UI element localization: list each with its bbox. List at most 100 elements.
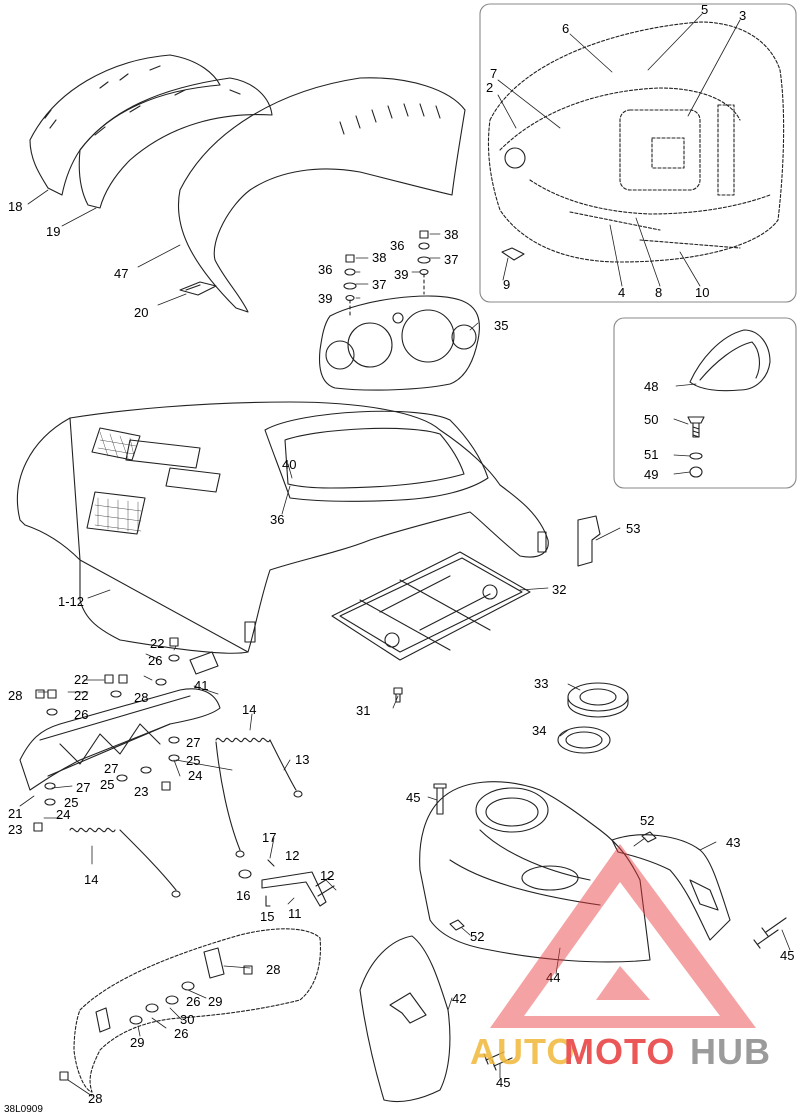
clip-52b-part bbox=[449, 919, 465, 931]
callout-label: 23 bbox=[8, 822, 22, 837]
screw-50-part bbox=[687, 416, 705, 438]
callout-label: 17 bbox=[262, 830, 276, 845]
callout-label: 40 bbox=[282, 457, 296, 472]
callout-label: 25 bbox=[186, 753, 200, 768]
callout-label: 48 bbox=[644, 379, 658, 394]
figure-reference-code: 38L0909 bbox=[4, 1104, 43, 1115]
panel-47-part bbox=[177, 77, 466, 313]
mesh-grilles bbox=[94, 431, 142, 533]
cable-13-part bbox=[119, 739, 303, 898]
washers-bolts-22-28-part bbox=[33, 637, 180, 832]
clip-9-part bbox=[501, 247, 525, 261]
callout-label: 43 bbox=[726, 835, 740, 850]
callout-label: 26 bbox=[174, 1026, 188, 1041]
callout-label: 21 bbox=[8, 806, 22, 821]
storage-bin-44-part bbox=[419, 781, 651, 963]
watermark-logo: AUTO MOTO HUB bbox=[470, 844, 771, 1072]
callout-label: 9 bbox=[503, 277, 510, 292]
callout-label: 25 bbox=[100, 777, 114, 792]
callout-label: 12 bbox=[285, 848, 299, 863]
washer-49-part bbox=[689, 466, 703, 478]
fasteners-36-39-part bbox=[343, 230, 431, 302]
callout-label: 52 bbox=[470, 929, 484, 944]
callout-label: 44 bbox=[546, 970, 560, 985]
callout-label: 19 bbox=[46, 224, 60, 239]
spring-14b-part bbox=[69, 827, 116, 833]
callout-label: 34 bbox=[532, 723, 546, 738]
bumper-bracket-part bbox=[59, 928, 321, 1093]
callout-label: 53 bbox=[626, 521, 640, 536]
callout-label: 18 bbox=[8, 199, 22, 214]
callout-label: 52 bbox=[640, 813, 654, 828]
callout-label: 45 bbox=[406, 790, 420, 805]
callout-label: 7 bbox=[490, 66, 497, 81]
callout-label: 36 bbox=[318, 262, 332, 277]
callout-label: 1-12 bbox=[58, 594, 84, 609]
spring-14a-part bbox=[215, 737, 271, 743]
panel-42-part bbox=[359, 935, 451, 1103]
callout-label: 27 bbox=[76, 780, 90, 795]
callout-label: 41 bbox=[194, 678, 208, 693]
watermark-triangle bbox=[490, 844, 756, 1028]
callout-label: 49 bbox=[644, 467, 658, 482]
panel-19-part bbox=[78, 77, 273, 209]
inset-frame-middle-right bbox=[613, 317, 797, 489]
callout-label: 32 bbox=[552, 582, 566, 597]
bracket-53-part bbox=[577, 515, 601, 567]
callout-label: 28 bbox=[266, 962, 280, 977]
callout-label: 25 bbox=[64, 795, 78, 810]
clip-20-part bbox=[179, 281, 217, 296]
callout-label: 38 bbox=[444, 227, 458, 242]
callout-label: 47 bbox=[114, 266, 128, 281]
callout-label: 29 bbox=[130, 1035, 144, 1050]
cover-48-part bbox=[689, 329, 771, 392]
callout-label: 39 bbox=[394, 267, 408, 282]
watermark-word-part1: AUTO bbox=[470, 1031, 575, 1072]
callout-label: 22 bbox=[74, 672, 88, 687]
callout-label: 16 bbox=[236, 888, 250, 903]
callout-label: 13 bbox=[295, 752, 309, 767]
callout-label: 31 bbox=[356, 703, 370, 718]
tray-32-part bbox=[331, 551, 531, 661]
gasket-33-part bbox=[567, 682, 629, 718]
screws-45-part bbox=[433, 783, 787, 1071]
callout-label: 35 bbox=[494, 318, 508, 333]
callout-label: 26 bbox=[74, 707, 88, 722]
callout-label: 6 bbox=[562, 21, 569, 36]
watermark-word-part2: MOTO bbox=[564, 1031, 675, 1072]
callout-label: 26 bbox=[148, 653, 162, 668]
callout-label: 2 bbox=[486, 80, 493, 95]
bracket-41-part bbox=[19, 651, 221, 791]
callout-label: 23 bbox=[134, 784, 148, 799]
front-cover-1-12-part bbox=[16, 401, 549, 654]
callout-label: 37 bbox=[372, 277, 386, 292]
callout-label: 30 bbox=[180, 1012, 194, 1027]
inset-frame-top-right bbox=[479, 3, 797, 303]
callout-label: 22 bbox=[74, 688, 88, 703]
front-cover-decals-part bbox=[487, 21, 785, 263]
callout-label: 24 bbox=[56, 807, 70, 822]
callout-label: 50 bbox=[644, 412, 658, 427]
callout-label: 11 bbox=[288, 906, 302, 921]
callout-label: 36 bbox=[390, 238, 404, 253]
callout-label: 3 bbox=[739, 8, 746, 23]
watermark-word-part3: HUB bbox=[690, 1031, 771, 1072]
callout-label: 26 bbox=[186, 994, 200, 1009]
callout-label: 39 bbox=[318, 291, 332, 306]
callout-label: 28 bbox=[134, 690, 148, 705]
callout-label: 27 bbox=[104, 761, 118, 776]
screw-31-part bbox=[393, 687, 403, 703]
callout-label: 4 bbox=[618, 285, 625, 300]
callout-label: 24 bbox=[188, 768, 202, 783]
callout-label: 12 bbox=[320, 868, 334, 883]
callout-label: 51 bbox=[644, 447, 658, 462]
callout-label: 10 bbox=[695, 285, 709, 300]
bracket-43-part bbox=[611, 834, 731, 941]
callout-label: 38 bbox=[372, 250, 386, 265]
callout-label: 22 bbox=[150, 636, 164, 651]
callout-label: 5 bbox=[701, 2, 708, 17]
ring-34-part bbox=[557, 726, 611, 754]
leader-lines bbox=[19, 13, 791, 1097]
callout-label: 45 bbox=[496, 1075, 510, 1090]
